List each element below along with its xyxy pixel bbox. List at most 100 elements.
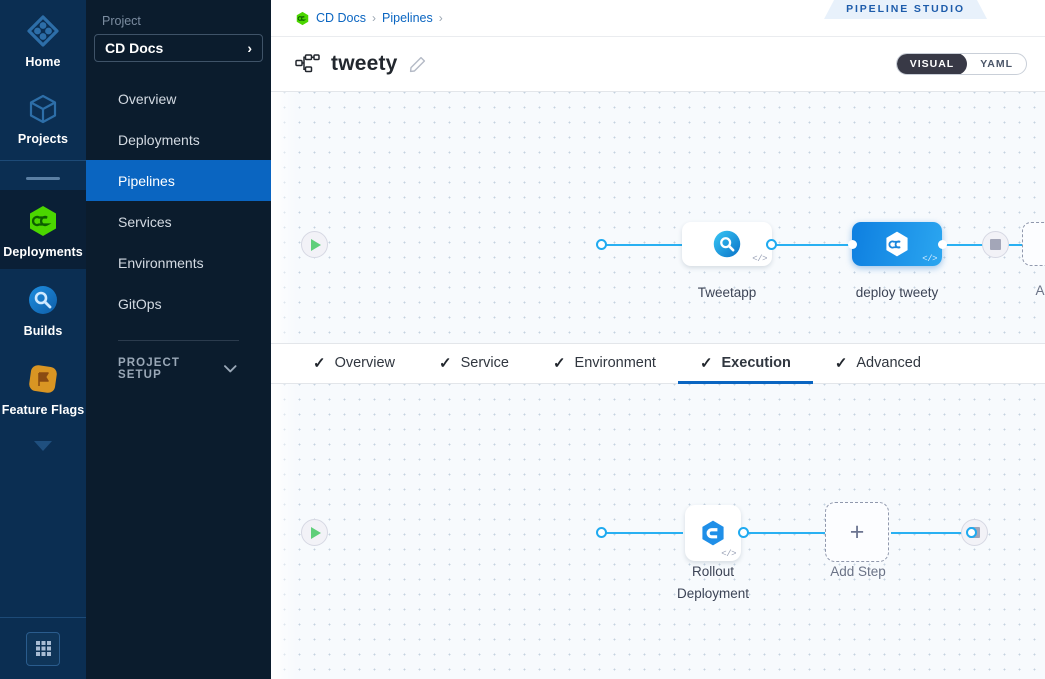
tab-label: Overview — [334, 354, 396, 371]
tab-environment[interactable]: ✓ Environment — [531, 344, 678, 384]
rail-footer — [0, 617, 86, 679]
sidebar-item-gitops[interactable]: GitOps — [118, 295, 162, 312]
breadcrumb-item-pipelines[interactable]: Pipelines — [382, 11, 433, 25]
stage-node-tweetapp[interactable]: </> — [682, 222, 772, 266]
pipeline-end-node[interactable] — [982, 231, 1009, 258]
rail-label-feature-flags: Feature Flags — [1, 403, 85, 417]
project-hex-icon — [296, 11, 309, 25]
play-icon — [311, 526, 321, 539]
rail-label-projects: Projects — [17, 132, 69, 146]
breadcrumb-separator: › — [438, 11, 443, 25]
apps-grid-icon — [35, 641, 51, 656]
check-icon: ✓ — [699, 354, 713, 372]
breadcrumb-item-cd-docs[interactable]: CD Docs — [316, 11, 367, 25]
sidebar-item-services[interactable]: Services — [118, 213, 172, 230]
toggle-option-visual[interactable]: VISUAL — [896, 54, 968, 74]
connector-dot — [766, 239, 777, 250]
chevron-down-icon — [224, 365, 237, 373]
pencil-icon[interactable] — [409, 56, 426, 73]
tab-label: Service — [460, 354, 509, 371]
chevron-down-icon[interactable] — [34, 441, 52, 451]
check-icon: ✓ — [313, 354, 326, 372]
connector-dot — [966, 527, 977, 538]
pipeline-title-bar: tweety VISUAL YAML — [271, 37, 1045, 92]
connector-dot — [596, 239, 607, 250]
add-step-button[interactable]: + — [825, 502, 889, 562]
toggle-option-yaml[interactable]: YAML — [980, 58, 1013, 70]
rail-item-projects[interactable]: Projects — [0, 79, 86, 156]
connector-dot — [596, 527, 607, 538]
step-node-rollout-deployment[interactable]: </> — [685, 505, 741, 561]
check-icon: ✓ — [834, 354, 848, 372]
connector-dot — [938, 240, 947, 249]
edge-start-to-rollout — [601, 532, 683, 534]
main-area: PIPELINE STUDIO CD Docs › Pipelines › — [271, 0, 1045, 679]
sidebar-item-overview[interactable]: Overview — [118, 90, 177, 107]
sidebar-nav: Overview Deployments Pipelines Services … — [86, 78, 271, 324]
view-mode-toggle[interactable]: VISUAL YAML — [895, 53, 1027, 75]
apps-grid-button[interactable] — [26, 631, 60, 666]
execution-step-canvas[interactable]: </> Rollout Deployment + Add Step — [271, 384, 1045, 679]
sidebar-divider — [118, 340, 239, 341]
pipeline-studio-badge: PIPELINE STUDIO — [824, 0, 987, 19]
project-setup-label: PROJECT SETUP — [118, 357, 181, 381]
sidebar-item-environments[interactable]: Environments — [118, 254, 204, 271]
project-sidebar: Project CD Docs › Overview Deployments P… — [86, 0, 271, 679]
tab-label: Execution — [721, 354, 791, 371]
project-setup-section[interactable]: PROJECT SETUP — [86, 341, 271, 381]
tab-execution[interactable]: ✓ Execution — [677, 344, 813, 384]
stage-config-tabs: ✓ Overview ✓ Service ✓ Environment ✓ Exe… — [271, 344, 1045, 384]
tab-advanced[interactable]: ✓ Advanced — [813, 344, 943, 384]
rail-divider — [0, 160, 86, 161]
add-step-label: Add Step — [830, 564, 886, 579]
primary-nav-rail: Home Projects Deployments — [0, 0, 86, 679]
rail-item-deployments[interactable]: Deployments — [0, 190, 86, 269]
stage-label-deploy-tweety: deploy tweety — [855, 285, 939, 300]
code-icon: </> — [721, 549, 736, 559]
rail-label-builds: Builds — [23, 324, 63, 338]
feature-flags-icon — [29, 365, 57, 393]
stage-canvas[interactable]: </> Tweetapp </> deploy tweety + Add Sta… — [271, 92, 1045, 344]
add-stage-button[interactable]: + — [1022, 222, 1045, 266]
tab-label: Advanced — [856, 354, 921, 371]
pipeline-start-node[interactable] — [301, 231, 328, 258]
edge-add-to-end — [891, 532, 973, 534]
edge-tweetapp-to-deploy — [771, 244, 853, 246]
sidebar-item-deployments[interactable]: Deployments — [118, 131, 200, 148]
rail-handle — [26, 177, 60, 180]
rollout-deployment-icon — [702, 520, 724, 546]
builds-circle-icon — [29, 286, 57, 314]
edge-start-to-tweetapp — [601, 244, 683, 246]
connector-dot — [738, 527, 749, 538]
home-diamond-icon — [27, 15, 59, 47]
project-name: CD Docs — [105, 40, 164, 56]
tab-overview[interactable]: ✓ Overview — [291, 344, 417, 384]
check-icon: ✓ — [439, 354, 452, 372]
breadcrumb-separator: › — [372, 11, 377, 25]
step-label-line1: Rollout — [691, 564, 735, 579]
build-service-icon — [713, 230, 741, 258]
deployment-hex-icon — [886, 231, 908, 257]
edge-rollout-to-add — [743, 532, 825, 534]
tab-service[interactable]: ✓ Service — [417, 344, 531, 384]
page-title: tweety — [331, 52, 398, 75]
add-stage-label: Add Stage — [1035, 283, 1045, 298]
pipeline-graph-icon — [295, 53, 320, 72]
check-icon: ✓ — [552, 354, 566, 372]
connector-dot — [848, 240, 857, 249]
step-label-line2: Deployment — [676, 585, 750, 601]
code-icon: </> — [922, 254, 937, 264]
play-icon — [311, 238, 321, 251]
sidebar-section-label: Project — [102, 14, 141, 28]
rail-label-deployments: Deployments — [3, 245, 83, 259]
rail-item-builds[interactable]: Builds — [0, 269, 86, 348]
rail-item-feature-flags[interactable]: Feature Flags — [0, 348, 86, 427]
step-label-rollout-deployment: Rollout Deployment — [638, 561, 788, 605]
stage-node-deploy-tweety[interactable]: </> — [852, 222, 942, 266]
rail-item-home[interactable]: Home — [0, 0, 86, 79]
project-selector[interactable]: CD Docs › — [94, 34, 263, 62]
execution-start-node[interactable] — [301, 519, 328, 546]
sidebar-item-pipelines[interactable]: Pipelines — [86, 160, 271, 201]
tab-label: Environment — [574, 354, 656, 371]
